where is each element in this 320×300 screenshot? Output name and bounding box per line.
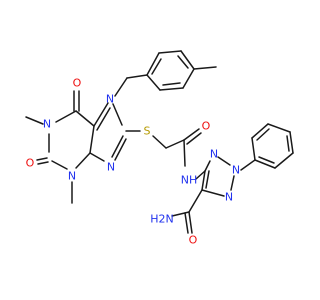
bond <box>201 170 206 191</box>
bond <box>177 55 189 69</box>
atom-n1: N <box>43 118 51 131</box>
bond <box>254 159 276 169</box>
atom-triazole-n1: N <box>210 148 218 161</box>
bond <box>256 128 270 141</box>
bond <box>126 74 148 79</box>
bond <box>183 139 186 167</box>
bond <box>36 157 48 161</box>
bond <box>188 189 203 213</box>
bond <box>182 68 195 89</box>
molecule-diagram: N N N N O O S O NH N N N O H2N <box>25 50 294 247</box>
bond <box>274 152 294 169</box>
atom-o-amide: O <box>202 120 211 133</box>
bond <box>195 170 206 180</box>
bond <box>37 161 49 165</box>
atom-n9: N <box>107 161 115 174</box>
bond <box>152 135 167 149</box>
atom-labels: N N N N O O S O NH N N N O H2N <box>26 77 240 247</box>
bond <box>289 131 294 154</box>
bond <box>286 135 290 152</box>
atom-n7: N <box>106 93 114 106</box>
bond <box>183 128 200 141</box>
bond <box>112 103 123 126</box>
bond <box>89 152 105 162</box>
bond <box>96 107 111 131</box>
bond <box>201 189 225 197</box>
bond <box>205 170 210 189</box>
bond <box>230 175 235 191</box>
bond <box>158 50 182 54</box>
bond <box>93 102 109 127</box>
bond <box>162 82 181 86</box>
bond <box>89 125 95 154</box>
bond <box>51 160 68 170</box>
bond <box>171 211 190 217</box>
atom-triazole-n2: N <box>232 164 240 177</box>
atom-o6: O <box>73 77 82 90</box>
bond <box>251 137 256 161</box>
bond <box>193 66 217 70</box>
bond <box>165 139 185 149</box>
bond <box>267 123 291 133</box>
bond <box>184 212 189 234</box>
atom-o2: O <box>26 157 35 170</box>
bond <box>188 211 193 234</box>
bond <box>75 110 95 127</box>
bonds <box>25 50 294 234</box>
atom-o-carboxamide: O <box>189 234 198 247</box>
bond <box>151 58 162 75</box>
bond <box>75 152 91 169</box>
bond <box>114 77 128 97</box>
bond <box>111 135 124 158</box>
bond <box>25 116 44 125</box>
atom-nh2: H2N <box>150 213 174 226</box>
atom-sulfur: S <box>144 125 151 138</box>
bond <box>204 160 211 172</box>
bond <box>251 123 269 139</box>
bond <box>258 156 275 164</box>
bond <box>146 74 161 91</box>
bond <box>186 132 202 145</box>
bond <box>55 110 77 123</box>
bond <box>240 159 256 171</box>
atom-nh: NH <box>181 174 198 187</box>
bond <box>114 138 127 161</box>
bond <box>180 50 195 70</box>
atom-n3: N <box>68 170 76 183</box>
bond <box>217 156 231 166</box>
atom-triazole-n3: N <box>225 191 233 204</box>
bond <box>159 87 184 91</box>
bond <box>146 52 160 76</box>
